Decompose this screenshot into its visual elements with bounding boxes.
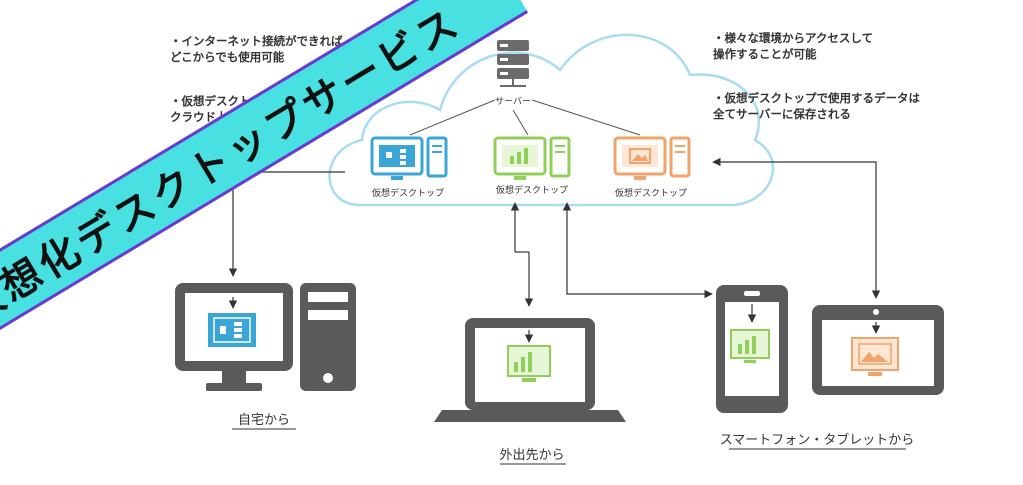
virtual-desktop-3 — [613, 136, 691, 180]
note-access: ・様々な環境からアクセスして 操作することが可能 — [713, 31, 874, 61]
image-icon — [629, 148, 651, 164]
label-mobile: スマートフォン・タブレットから — [720, 432, 915, 448]
smartphone — [716, 285, 788, 413]
note-internet: ・インターネット接続ができれば どこからでも使用可能 — [170, 34, 343, 64]
desktop-pc — [175, 283, 356, 391]
arrow-to-tablet — [712, 157, 881, 299]
label-home: 自宅から — [238, 413, 290, 428]
virtual-desktop-2-label: 仮想デスクトップ — [496, 184, 568, 196]
flowchart-icon — [386, 149, 406, 165]
label-outside: 外出先から — [499, 448, 564, 463]
laptop — [434, 318, 626, 422]
arrow-to-smartphone — [562, 202, 713, 299]
note-data-storage: ・仮想デスクトップで使用するデータは 全てサーバーに保存される — [713, 91, 920, 121]
server-link-2 — [512, 109, 529, 136]
bar-chart-icon — [510, 148, 528, 164]
arrow-to-home — [228, 171, 345, 277]
server-icon — [497, 40, 529, 87]
virtual-desktop-3-label: 仮想デスクトップ — [615, 187, 687, 199]
server-label: サーバー — [495, 96, 531, 107]
tablet — [812, 305, 944, 395]
virtual-desktop-2 — [493, 136, 571, 180]
virtual-desktop-1 — [370, 136, 448, 180]
server-link-1 — [409, 99, 496, 136]
virtual-desktop-1-label: 仮想デスクトップ — [372, 187, 444, 199]
server-link-3 — [531, 99, 641, 136]
